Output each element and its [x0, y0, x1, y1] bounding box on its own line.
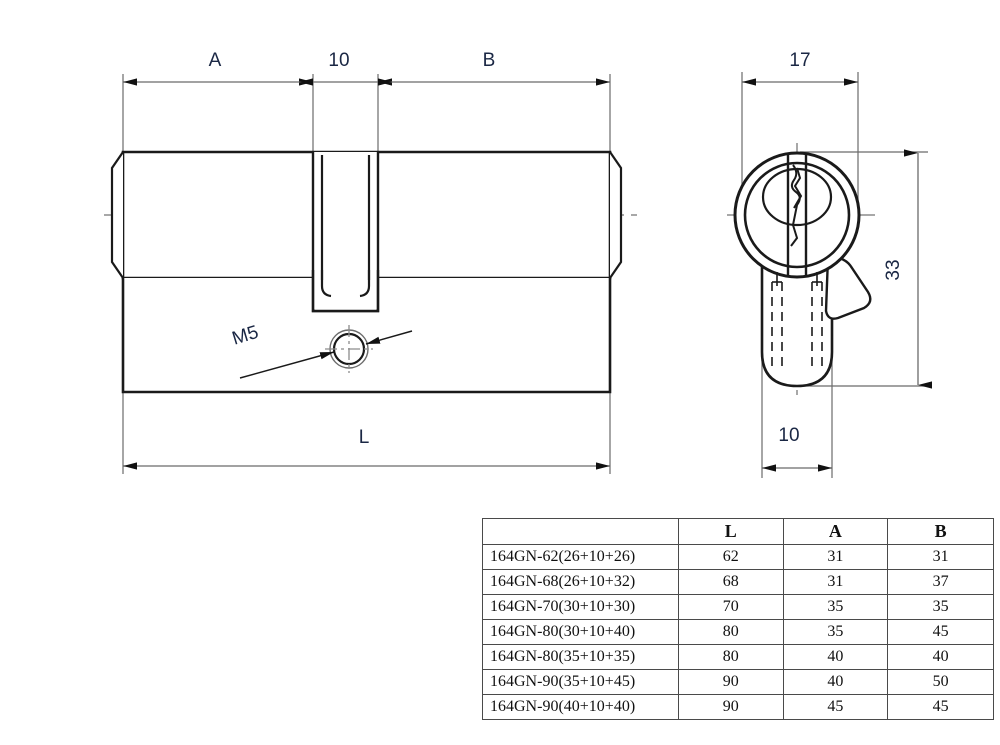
table-cell-model: 164GN-90(35+10+45): [482, 669, 679, 695]
side-view: 17 33 10: [727, 50, 932, 478]
dim-b-label: B: [483, 50, 496, 71]
table-cell-a: 35: [782, 619, 889, 645]
dim-10-label: 10: [328, 50, 349, 71]
dim-33-label: 33: [883, 259, 904, 280]
table-cell-l: 80: [677, 644, 784, 670]
m5-leader-line: [239, 330, 413, 379]
dim-a-label: A: [209, 50, 222, 71]
table-cell-a: 31: [782, 544, 889, 570]
table-cell-model: 164GN-90(40+10+40): [482, 694, 679, 720]
table-cell-model: 164GN-68(26+10+32): [482, 569, 679, 595]
table-cell-a: 40: [782, 669, 889, 695]
pin-chambers: [771, 272, 823, 370]
dim-l-label: L: [359, 427, 370, 448]
cam-slot-redraw: [311, 270, 380, 313]
table-cell-model: 164GN-80(30+10+40): [482, 619, 679, 645]
col-header-a: A: [782, 518, 889, 545]
cam-mask: [315, 280, 376, 310]
cam-slot-inner-redraw: [320, 270, 371, 298]
cam-lobe: [824, 255, 872, 320]
table-cell-l: 70: [677, 594, 784, 620]
col-header-l: L: [677, 518, 784, 545]
table-cell-l: 90: [677, 694, 784, 720]
col-header-b: B: [887, 518, 994, 545]
front-view: A 10 B L: [104, 50, 640, 474]
table-header-row: L A B: [482, 518, 994, 545]
key-profile: [790, 164, 803, 247]
front-dimension-lines: [123, 78, 610, 470]
table-cell-b: 45: [887, 694, 994, 720]
table-cell-a: 31: [782, 569, 889, 595]
table-cell-model: 164GN-70(30+10+30): [482, 594, 679, 620]
dim-10-side-label: 10: [778, 425, 799, 446]
table-cell-b: 40: [887, 644, 994, 670]
table-cell-a: 40: [782, 644, 889, 670]
set-screw-hole: [325, 325, 373, 373]
col-header-model: [482, 518, 679, 545]
table-cell-b: 31: [887, 544, 994, 570]
plug-ellipse: [761, 167, 833, 227]
table-cell-b: 45: [887, 619, 994, 645]
table-cell-l: 62: [677, 544, 784, 570]
table-cell-b: 50: [887, 669, 994, 695]
table-cell-model: 164GN-62(26+10+26): [482, 544, 679, 570]
table-cell-a: 35: [782, 594, 889, 620]
barrel-right-cap: [609, 151, 623, 279]
dim-17-label: 17: [789, 50, 810, 71]
table-cell-l: 90: [677, 669, 784, 695]
table-cell-l: 68: [677, 569, 784, 595]
cylinder-body: [121, 278, 612, 394]
table-cell-model: 164GN-80(35+10+35): [482, 644, 679, 670]
table-cell-a: 45: [782, 694, 889, 720]
front-extension-lines: [122, 74, 611, 474]
keyway-slot: [786, 155, 808, 277]
barrel-left-cap: [110, 151, 124, 279]
table-cell-l: 80: [677, 619, 784, 645]
table-cell-b: 37: [887, 569, 994, 595]
table-cell-b: 35: [887, 594, 994, 620]
